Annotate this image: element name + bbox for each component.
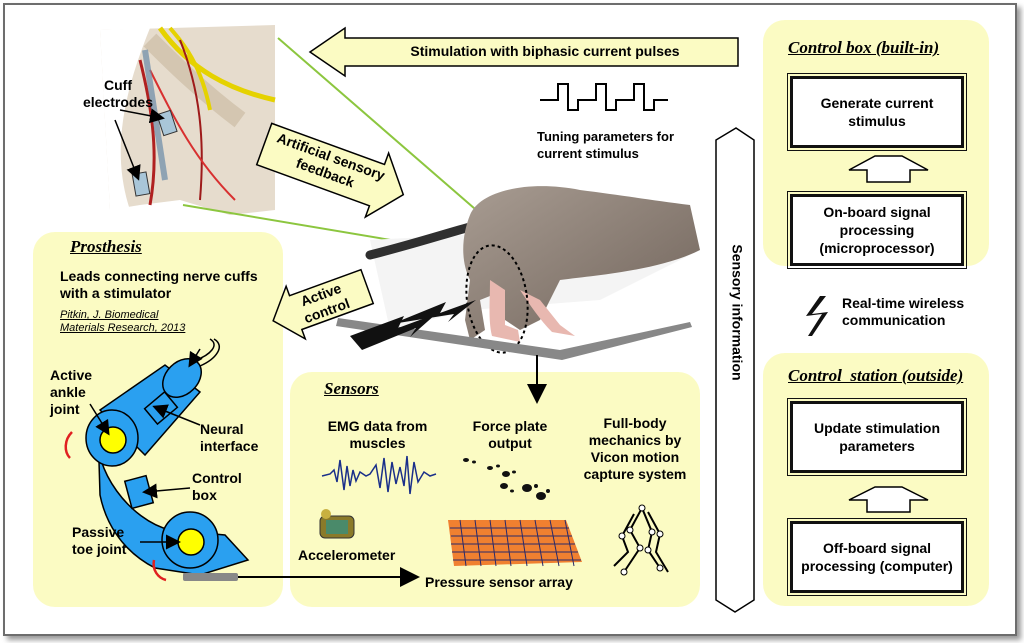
emg-label: EMG data from muscles — [327, 418, 428, 451]
leads-label: Leads connecting nerve cuffs with a stim… — [60, 268, 258, 301]
passive-toe-label: Passive toe joint — [72, 524, 127, 557]
nerve-anatomy-image — [100, 25, 276, 215]
control-box-title: Control box (built-in) — [788, 38, 940, 57]
prosthesis-title: Prosthesis — [70, 237, 142, 256]
vicon-skeleton — [613, 507, 669, 573]
generate-stimulus-box: Generate current stimulus — [787, 73, 967, 151]
tuning-label: Tuning parameters for current stimulus — [537, 129, 675, 161]
offboard-processing-box: Off-board signal processing (computer) — [787, 518, 967, 596]
full-body-label: Full-body mechanics by Vicon motion capt… — [583, 415, 687, 482]
rat-image — [365, 186, 700, 342]
sensors-title: Sensors — [324, 379, 379, 398]
sensors-panel — [290, 372, 700, 607]
accelerometer-image — [319, 509, 355, 539]
update-parameters-box: Update stimulation parameters — [787, 398, 967, 476]
neural-interface-label: Neural interface — [200, 421, 259, 454]
wireless-label: Real-time wireless communication — [842, 295, 965, 328]
top-arrow-label: Stimulation with biphasic current pulses — [410, 43, 680, 59]
sensory-information-label: Sensory information — [729, 244, 746, 381]
accelerometer-label: Accelerometer — [298, 547, 396, 563]
control-box-label: Control box — [192, 470, 242, 503]
citation: Pitkin, J. Biomedical Materials Research… — [60, 309, 186, 334]
onboard-processing-box: On-board signal processing (microprocess… — [787, 191, 967, 269]
pressure-label: Pressure sensor array — [425, 574, 573, 590]
cuff-electrodes-label: Cuff electrodes — [82, 77, 154, 110]
pressure-sensor-image — [448, 519, 582, 567]
force-plate-label: Force plate output — [472, 418, 548, 451]
active-ankle-label: Active ankle joint — [50, 367, 93, 417]
control-station-title: Control station (outside) — [788, 366, 964, 385]
